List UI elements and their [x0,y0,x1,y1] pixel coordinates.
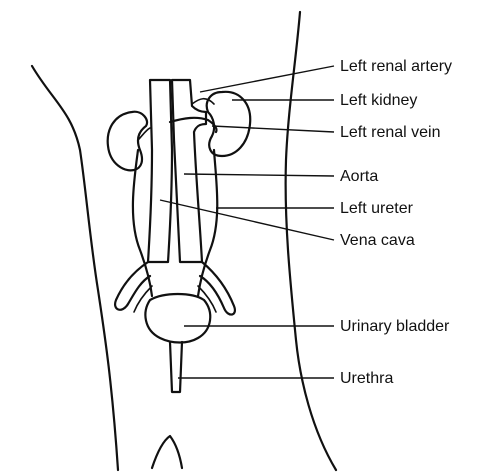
label-left-kidney: Left kidney [340,92,417,109]
label-urinary-bladder: Urinary bladder [340,318,450,335]
leader-lines [160,66,334,378]
iliac-left-outer [115,262,150,310]
body-outline-right [286,12,336,470]
leader-aorta [184,174,334,176]
leader-left-renal-vein [212,126,334,132]
label-left-ureter: Left ureter [340,200,414,217]
leg-divide [152,436,182,468]
labels: Left renal artery Left kidney Left renal… [340,58,452,387]
body-outline-left [32,66,118,470]
label-left-renal-artery: Left renal artery [340,58,452,75]
left-renal-vein [170,118,217,132]
label-vena-cava: Vena cava [340,232,415,249]
kidney-right-side [108,112,147,171]
aorta [172,80,206,262]
urethra [170,342,182,392]
vena-cava [148,80,172,262]
leader-left-renal-artery [200,66,334,92]
label-aorta: Aorta [340,168,378,185]
left-renal-artery [192,99,214,104]
leader-vena-cava [160,200,334,240]
urinary-bladder [145,294,210,343]
iliac-right-outer [200,262,235,315]
label-urethra: Urethra [340,370,393,387]
label-left-renal-vein: Left renal vein [340,124,441,141]
